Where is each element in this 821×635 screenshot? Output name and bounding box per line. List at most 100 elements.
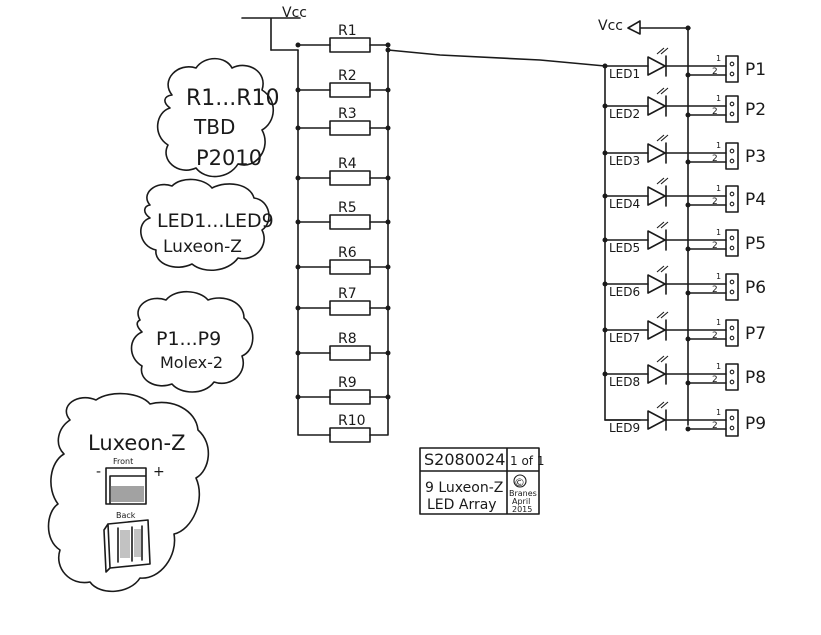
resistor-10: R10 bbox=[297, 396, 389, 443]
note-ports: P1...P9 Molex-2 bbox=[130, 290, 254, 393]
pin-1-label: 1 bbox=[716, 184, 721, 193]
title-date-2: 2015 bbox=[512, 505, 532, 514]
led-label-7: LED7 bbox=[609, 331, 640, 345]
resistor-2: R2 bbox=[295, 68, 391, 98]
connector-icon bbox=[725, 363, 739, 391]
resistor-label-5: R5 bbox=[338, 200, 357, 216]
connector-icon bbox=[725, 229, 739, 257]
connector-icon bbox=[725, 95, 739, 123]
connector-icon bbox=[725, 319, 739, 347]
pin-1-label: 1 bbox=[716, 228, 721, 237]
led-symbol-icon bbox=[647, 409, 667, 431]
pin-2-label: 2 bbox=[712, 331, 718, 341]
pin-1-label: 1 bbox=[716, 272, 721, 281]
title-description-1: 9 Luxeon-Z bbox=[425, 480, 503, 496]
resistor-7: R7 bbox=[295, 286, 391, 316]
resistor-label-9: R9 bbox=[338, 375, 357, 391]
port-label-1: P1 bbox=[745, 60, 766, 80]
note-leds-line1: LED1...LED9 bbox=[157, 210, 274, 232]
note-resistors-line3: P2010 bbox=[196, 146, 262, 170]
connector-icon bbox=[725, 409, 739, 437]
package-back-icon bbox=[103, 519, 151, 573]
right-vcc-supply: Vcc bbox=[598, 18, 691, 35]
led-row-5: 1 2 LED5 bbox=[602, 221, 739, 257]
pin-2-label: 2 bbox=[712, 375, 718, 385]
title-description-2: LED Array bbox=[427, 497, 497, 513]
led-symbol-icon bbox=[647, 95, 667, 117]
note-package: Luxeon-Z Front - + Back bbox=[47, 392, 210, 593]
led-row-6: 1 2 LED6 bbox=[602, 265, 739, 301]
resistor-label-1: R1 bbox=[338, 23, 357, 39]
led-label-6: LED6 bbox=[609, 285, 640, 299]
port-label-2: P2 bbox=[745, 100, 766, 120]
title-copyright: © bbox=[514, 476, 525, 489]
pin-2-label: 2 bbox=[712, 285, 718, 295]
pin-1-label: 1 bbox=[716, 362, 721, 371]
connector-icon bbox=[725, 185, 739, 213]
note-resistors: R1...R10 TBD P2010 bbox=[156, 57, 280, 178]
port-label-3: P3 bbox=[745, 147, 766, 167]
note-resistors-line2: TBD bbox=[193, 115, 235, 139]
pin-2-label: 2 bbox=[712, 241, 718, 251]
resistor-label-2: R2 bbox=[338, 68, 357, 84]
led-row-2: 1 2 LED2 bbox=[602, 87, 739, 123]
pin-1-label: 1 bbox=[716, 94, 721, 103]
port-label-4: P4 bbox=[745, 190, 766, 210]
pin-2-label: 2 bbox=[712, 154, 718, 164]
resistor-8: R8 bbox=[295, 331, 391, 361]
led-symbol-icon bbox=[647, 273, 667, 295]
led-label-4: LED4 bbox=[609, 197, 640, 211]
package-minus-label: - bbox=[96, 464, 101, 480]
port-label-7: P7 bbox=[745, 324, 766, 344]
led-row-8: 1 2 LED8 bbox=[602, 355, 739, 391]
resistor-5: R5 bbox=[295, 200, 391, 230]
resistor-1: R1 bbox=[295, 23, 391, 53]
led-label-9: LED9 bbox=[609, 421, 640, 435]
note-ports-line1: P1...P9 bbox=[156, 328, 221, 350]
pin-1-label: 1 bbox=[716, 141, 721, 150]
resistor-label-3: R3 bbox=[338, 106, 357, 122]
resistor-3: R3 bbox=[295, 106, 391, 136]
feed-wire bbox=[387, 49, 606, 67]
title-date-1: April bbox=[512, 497, 530, 506]
package-back-label: Back bbox=[116, 511, 136, 520]
package-front-label: Front bbox=[113, 457, 133, 466]
connector-icon bbox=[725, 55, 739, 83]
connector-icon bbox=[725, 142, 739, 170]
port-label-6: P6 bbox=[745, 278, 766, 298]
left-vcc-supply: Vcc bbox=[241, 5, 307, 51]
note-leds: LED1...LED9 Luxeon-Z bbox=[140, 178, 274, 271]
led-label-3: LED3 bbox=[609, 154, 640, 168]
pin-2-label: 2 bbox=[712, 107, 718, 117]
port-label-5: P5 bbox=[745, 234, 766, 254]
title-author: Branes bbox=[509, 489, 537, 498]
port-label-9: P9 bbox=[745, 414, 766, 434]
led-label-2: LED2 bbox=[609, 107, 640, 121]
connector-icon bbox=[725, 273, 739, 301]
resistor-4: R4 bbox=[295, 156, 391, 186]
led-array: 12LED112LED212LED312LED412LED512LED612LE… bbox=[602, 47, 739, 437]
title-part-number: S2080024 bbox=[424, 450, 505, 469]
led-symbol-icon bbox=[647, 319, 667, 341]
port-label-8: P8 bbox=[745, 368, 766, 388]
resistor-label-7: R7 bbox=[338, 286, 357, 302]
led-label-5: LED5 bbox=[609, 241, 640, 255]
note-package-title: Luxeon-Z bbox=[88, 431, 185, 455]
note-resistors-line1: R1...R10 bbox=[186, 86, 280, 111]
resistor-label-8: R8 bbox=[338, 331, 357, 347]
led-symbol-icon bbox=[647, 363, 667, 385]
led-label-1: LED1 bbox=[609, 67, 640, 81]
resistor-label-10: R10 bbox=[338, 413, 366, 429]
resistor-6: R6 bbox=[295, 245, 391, 275]
pin-1-label: 1 bbox=[716, 318, 721, 327]
resistor-label-4: R4 bbox=[338, 156, 357, 172]
note-leds-line2: Luxeon-Z bbox=[163, 237, 242, 257]
led-label-8: LED8 bbox=[609, 375, 640, 389]
pin-1-label: 1 bbox=[716, 54, 721, 63]
resistor-9: R9 bbox=[295, 375, 391, 405]
